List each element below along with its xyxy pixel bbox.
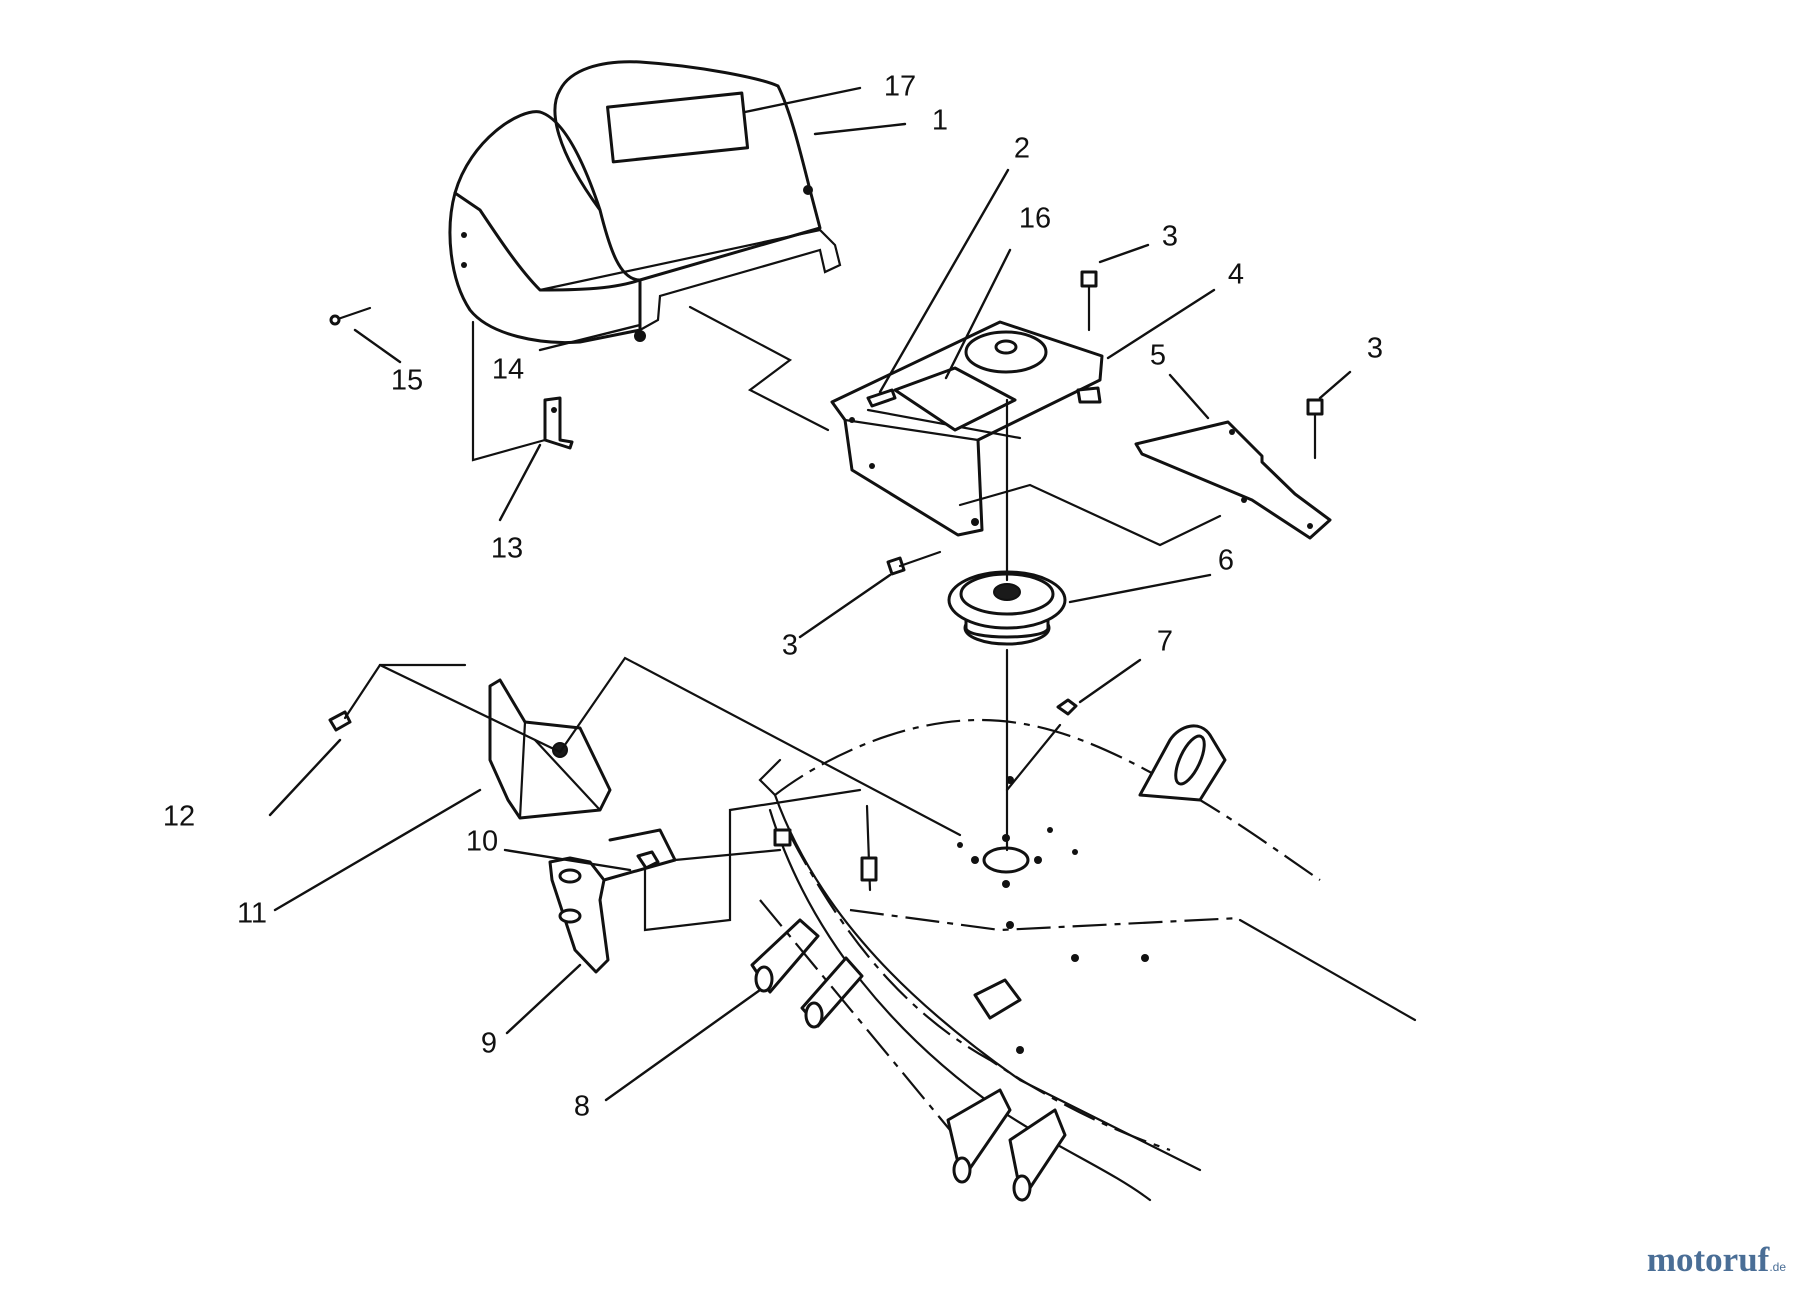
callout-15: 15 <box>391 365 423 397</box>
callout-2: 2 <box>1014 133 1030 165</box>
callout-12: 12 <box>163 801 195 833</box>
callout-7: 7 <box>1157 626 1173 658</box>
bolt-3-right <box>1306 398 1324 460</box>
callout-3-top: 3 <box>1162 221 1178 253</box>
callout-3-lower: 3 <box>782 630 798 662</box>
callout-11: 11 <box>237 898 267 930</box>
mower-deck <box>750 718 1417 1202</box>
callout-1: 1 <box>932 105 948 137</box>
bolt-3-lower <box>886 550 942 576</box>
nut-7 <box>1056 698 1078 716</box>
callout-17: 17 <box>884 71 916 103</box>
watermark-logo: motoruf.de <box>1647 1240 1786 1280</box>
idler-pulley <box>947 570 1067 646</box>
callout-14: 14 <box>492 354 524 386</box>
callout-6: 6 <box>1218 545 1234 577</box>
bolt-3-top <box>1080 270 1098 332</box>
callout-10: 10 <box>466 826 498 858</box>
assembly-lines <box>343 305 1222 932</box>
callout-13: 13 <box>491 533 523 565</box>
callout-labels: 17 1 2 16 3 4 5 3 6 7 3 13 14 15 12 11 1… <box>163 71 1383 1123</box>
callout-9: 9 <box>481 1028 497 1060</box>
watermark-domain: .de <box>1769 1260 1786 1274</box>
callout-3-right: 3 <box>1367 333 1383 365</box>
watermark-text: motoruf <box>1646 1240 1770 1279</box>
belt-guide-bracket <box>1134 420 1332 540</box>
nut-10 <box>636 850 660 870</box>
pin-15 <box>329 306 372 326</box>
bracket-13 <box>543 396 574 450</box>
discharge-chute-cover <box>448 60 842 344</box>
callout-5: 5 <box>1150 340 1166 372</box>
callout-16: 16 <box>1019 203 1051 235</box>
deflector-bracket-9 <box>548 828 677 974</box>
idler-bracket-assembly <box>830 320 1104 537</box>
chute-deflector-11 <box>488 678 612 820</box>
callout-8: 8 <box>574 1091 590 1123</box>
leader-lines <box>268 86 1352 1102</box>
callout-4: 4 <box>1228 259 1244 291</box>
